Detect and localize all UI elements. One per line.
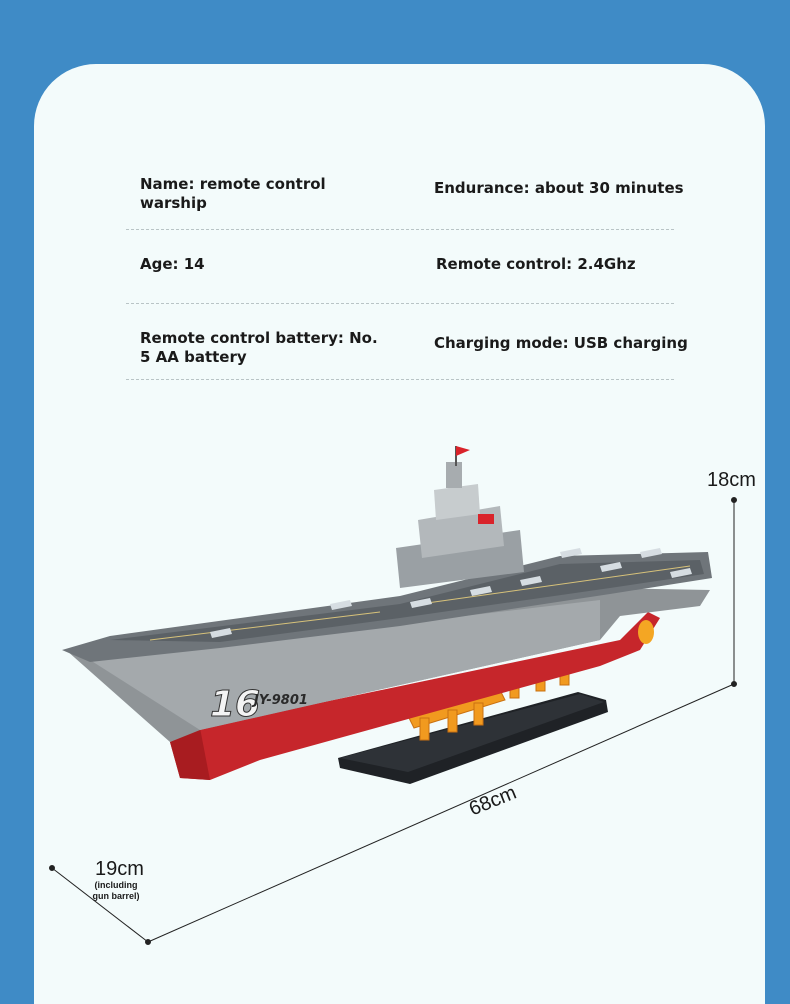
hull-red	[170, 612, 660, 780]
spec-endurance: Endurance: about 30 minutes	[434, 179, 684, 197]
svg-text:JY-9801: JY-9801	[251, 693, 308, 708]
width-dimension-label: 19cm	[95, 858, 144, 880]
divider	[126, 379, 674, 380]
deck-aircraft	[210, 548, 692, 638]
width-dimension-note: (including gun barrel)	[92, 880, 140, 901]
divider	[126, 229, 674, 230]
product-info-card	[34, 64, 765, 1004]
island-superstructure	[396, 446, 524, 588]
spec-charging: Charging mode: USB charging	[434, 334, 688, 352]
flag-icon	[456, 446, 470, 456]
height-dimension-label: 18cm	[707, 469, 756, 491]
spec-remote-control: Remote control: 2.4Ghz	[436, 255, 636, 273]
dimension-lines	[49, 497, 737, 945]
aircraft-carrier-model-image: 16 JY-9801	[49, 446, 737, 945]
propeller	[638, 620, 654, 644]
spec-battery: Remote control battery: No. 5 AA battery	[140, 329, 378, 366]
svg-text:16: 16	[210, 684, 260, 725]
divider	[126, 303, 674, 304]
hull-number-marking: 16 JY-9801	[210, 684, 308, 726]
spec-name: Name: remote control warship	[140, 175, 326, 212]
spec-age: Age: 14	[140, 255, 205, 273]
